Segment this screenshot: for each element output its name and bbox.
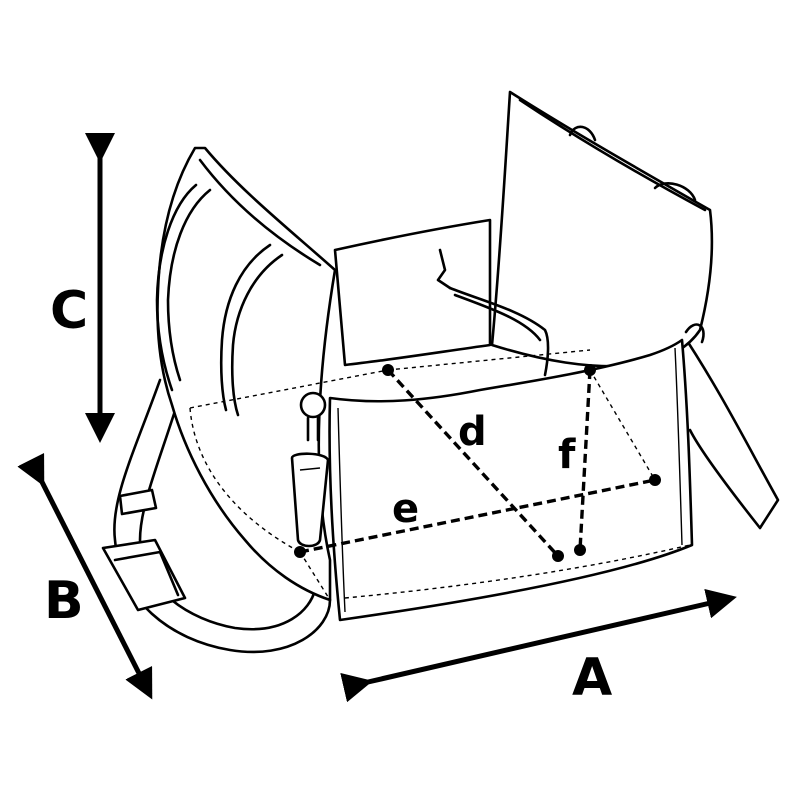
measure-f-line bbox=[578, 369, 592, 551]
point-f-bottom bbox=[574, 544, 586, 556]
point-d-bottom bbox=[552, 550, 564, 562]
label-B: B bbox=[44, 571, 84, 631]
inner-guide-lines bbox=[189, 349, 691, 601]
measurement-lines bbox=[294, 364, 661, 562]
point-d-top bbox=[382, 364, 394, 376]
arrow-A bbox=[340, 589, 737, 703]
bag-front-panel bbox=[328, 338, 694, 622]
label-e: e bbox=[392, 486, 419, 532]
label-f: f bbox=[558, 432, 576, 478]
shoulder-pad bbox=[101, 538, 187, 612]
bag-back-wall bbox=[333, 218, 492, 367]
point-e-left bbox=[294, 546, 306, 558]
point-e-right bbox=[649, 474, 661, 486]
zipper-hook-back bbox=[436, 248, 550, 377]
zipper-hook-left bbox=[290, 391, 330, 548]
label-C: C bbox=[50, 281, 88, 341]
measure-e-line bbox=[299, 478, 656, 554]
strap-buckle bbox=[118, 488, 158, 516]
label-d: d bbox=[458, 409, 487, 455]
arrow-B bbox=[17, 452, 153, 700]
dimension-arrows bbox=[17, 133, 737, 703]
label-A: A bbox=[572, 648, 612, 708]
bag-left-panel bbox=[155, 146, 337, 602]
point-f-top bbox=[584, 364, 596, 376]
